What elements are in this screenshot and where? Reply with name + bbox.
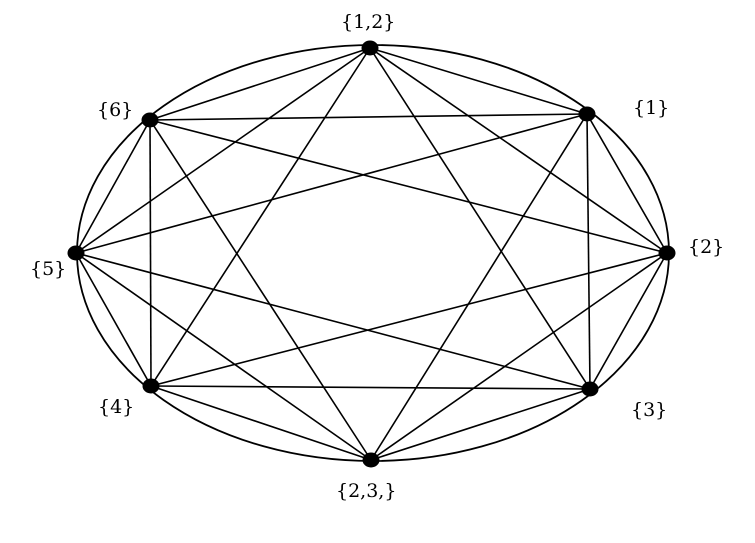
vertex-v6 xyxy=(141,112,159,128)
edge-v23-v4 xyxy=(150,385,372,461)
edge-v4-v5 xyxy=(75,252,152,387)
vertex-label-v3: {3} xyxy=(631,399,667,421)
edge-v12-v1 xyxy=(369,47,588,115)
edge-v2-v6 xyxy=(149,119,668,254)
edge-v3-v5 xyxy=(75,252,591,390)
edge-v1-v3 xyxy=(586,113,591,390)
outer-ellipse xyxy=(76,44,670,462)
edge-v1-v2 xyxy=(586,113,668,254)
edge-v12-v3 xyxy=(369,47,591,390)
vertex-v23 xyxy=(362,452,380,468)
edge-v1-v5 xyxy=(75,113,588,254)
vertex-v1 xyxy=(578,106,596,122)
edge-v3-v4 xyxy=(150,385,591,390)
edge-v4-v6 xyxy=(149,119,152,387)
vertex-label-v23: {2,3,} xyxy=(336,480,396,502)
vertex-label-v2: {2} xyxy=(688,236,724,258)
edge-v2-v3 xyxy=(589,252,668,390)
vertex-label-v5: {5} xyxy=(30,258,66,280)
vertex-group xyxy=(67,40,676,468)
edge-v2-v4 xyxy=(150,252,668,387)
vertex-v12 xyxy=(361,40,379,56)
vertex-v4 xyxy=(142,378,160,394)
edge-v3-v23 xyxy=(370,388,591,461)
edge-v23-v6 xyxy=(149,119,372,461)
vertex-label-v1: {1} xyxy=(633,97,669,119)
vertex-label-v12: {1,2} xyxy=(341,11,395,33)
edge-v6-v12 xyxy=(149,47,371,121)
vertex-v5 xyxy=(67,245,85,261)
edge-v23-v5 xyxy=(75,252,372,461)
label-group: {1,2} {1} {2} {3} {2,3,} {4} {5} {6} xyxy=(30,11,724,502)
edge-v2-v23 xyxy=(370,252,668,461)
vertex-label-v4: {4} xyxy=(98,396,134,418)
edge-v1-v23 xyxy=(370,113,588,461)
edge-v12-v4 xyxy=(150,47,371,387)
vertex-v3 xyxy=(581,381,599,397)
edge-v12-v5 xyxy=(75,47,371,254)
edge-v1-v6 xyxy=(149,113,588,121)
edge-group xyxy=(75,47,668,461)
edge-v5-v6 xyxy=(75,119,151,254)
vertex-label-v6: {6} xyxy=(97,99,133,121)
vertex-v2 xyxy=(658,245,676,261)
edge-v12-v2 xyxy=(369,47,668,254)
